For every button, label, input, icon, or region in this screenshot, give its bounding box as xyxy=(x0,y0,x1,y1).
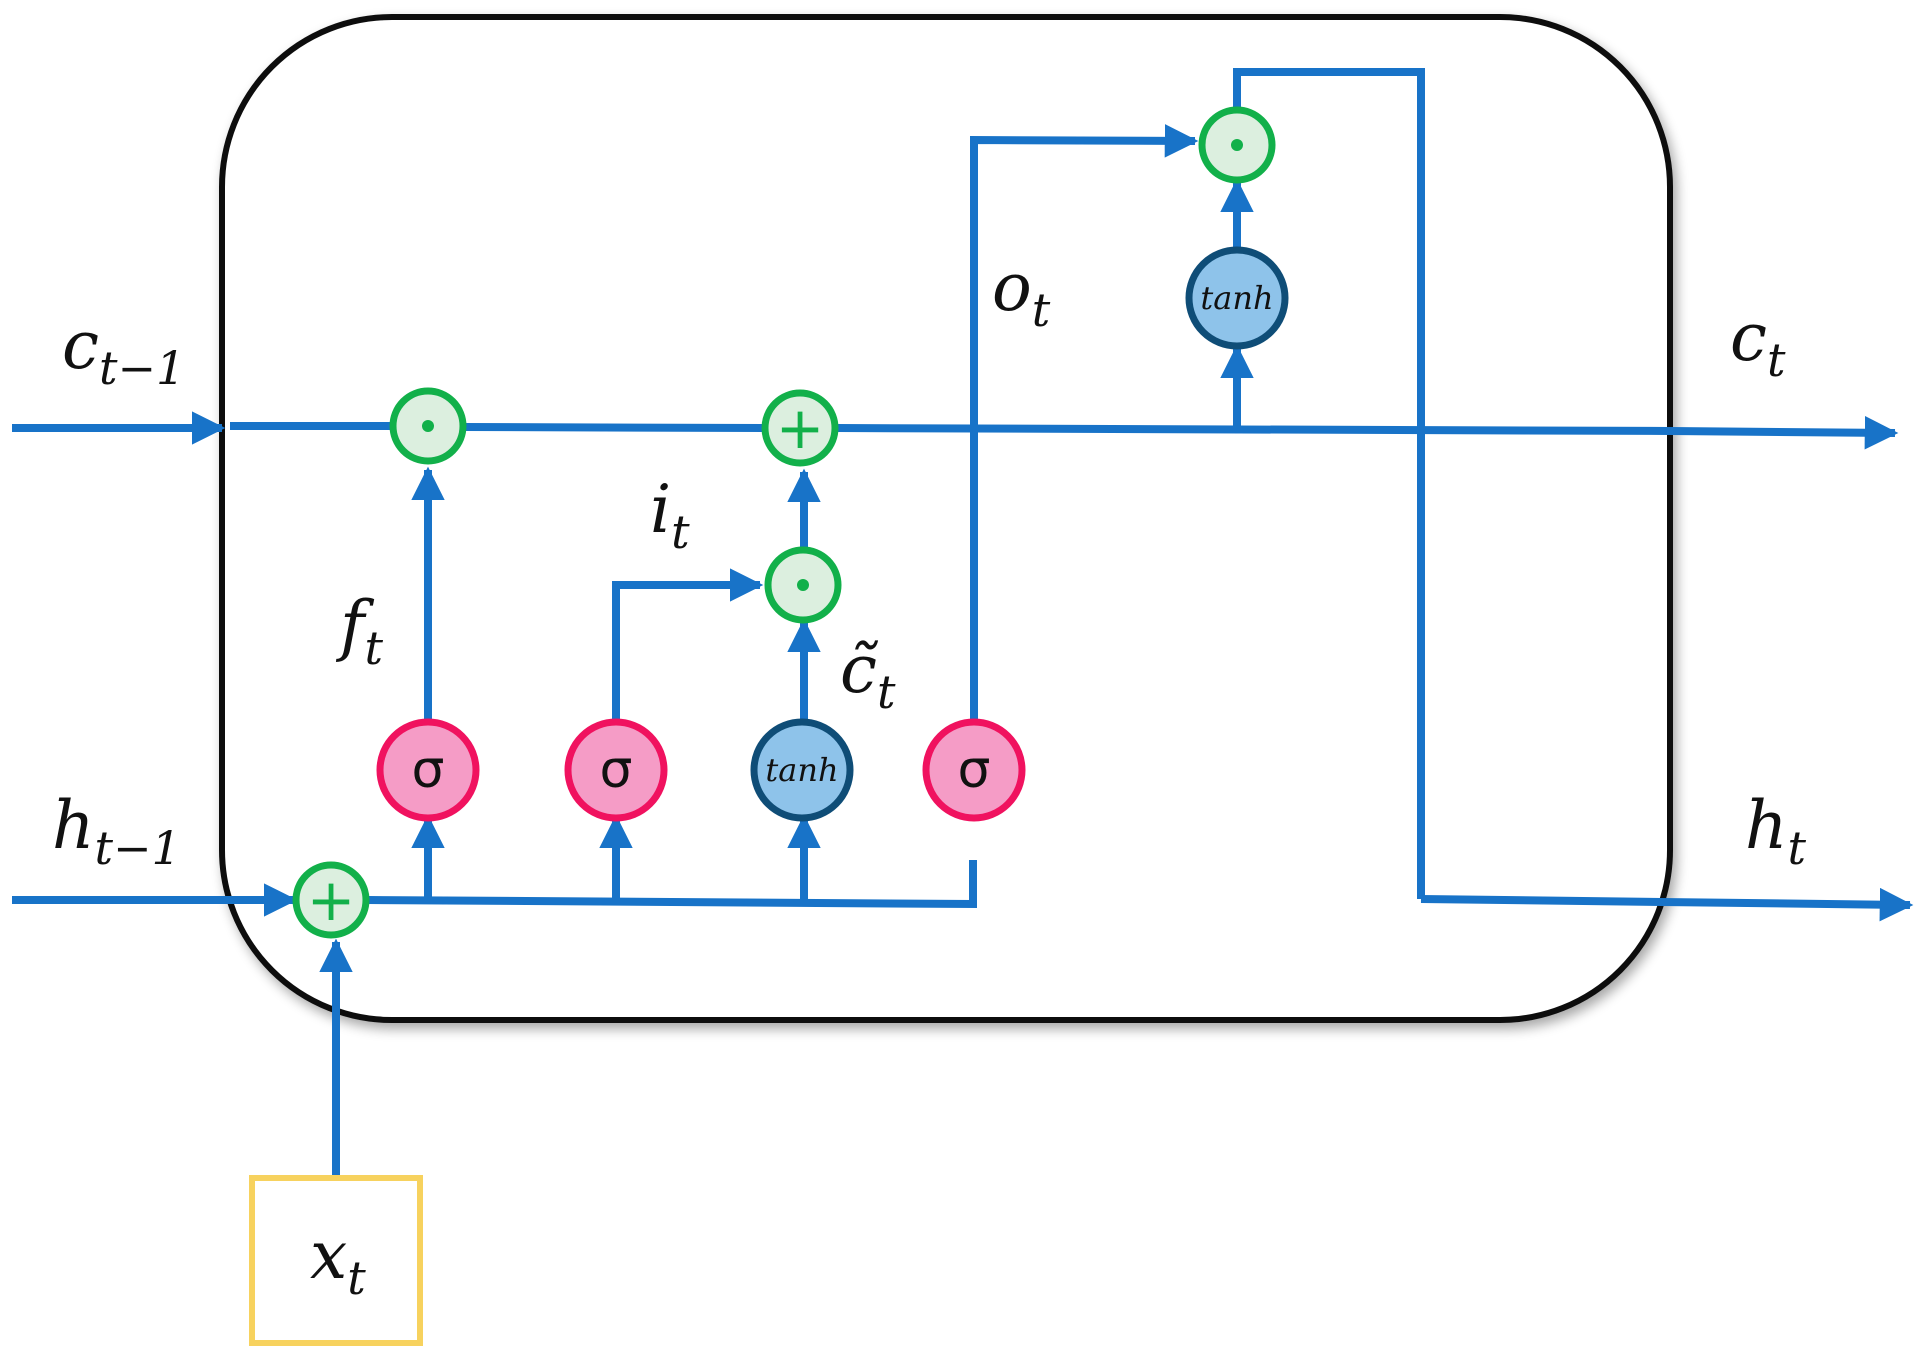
output-gate-sigmoid: σ xyxy=(922,718,1026,822)
output-gate-path xyxy=(970,124,1199,720)
tanh-label: tanh xyxy=(1200,279,1273,317)
concat-add-node: + xyxy=(292,861,370,939)
plus-icon: + xyxy=(307,866,356,934)
h-out-arrow xyxy=(1420,887,1914,922)
forget-gate-sigmoid: σ xyxy=(376,718,480,822)
dot-icon xyxy=(797,579,809,591)
plus-icon: + xyxy=(776,394,825,462)
c-out-arrow xyxy=(1669,415,1899,450)
label-candidate: c̃t xyxy=(840,631,896,719)
label-c-out: ct xyxy=(1730,299,1786,387)
concat-bus xyxy=(367,860,977,909)
output-tanh-node: tanh xyxy=(1185,246,1289,350)
sigma-symbol: σ xyxy=(958,740,991,800)
wires xyxy=(12,68,1914,1175)
input-multiply-node xyxy=(764,546,842,624)
cell-state-line-b xyxy=(463,423,766,432)
label-h-out: ht xyxy=(1745,787,1807,875)
output-path xyxy=(1233,68,1425,899)
label-h-prev: ht−1 xyxy=(52,787,181,875)
input-gate-sigmoid: σ xyxy=(564,718,668,822)
sigma-symbol: σ xyxy=(600,740,633,800)
tanh-label: tanh xyxy=(765,751,838,789)
dot-icon xyxy=(422,420,434,432)
input-gate-path xyxy=(612,568,764,720)
cell-add-node: + xyxy=(761,389,839,467)
label-input-gate: it xyxy=(650,471,690,559)
lstm-cell-boundary xyxy=(219,14,1673,1023)
label-output-gate: ot xyxy=(992,249,1051,337)
forget-multiply-node xyxy=(389,387,467,465)
label-c-prev: ct−1 xyxy=(62,307,185,395)
output-multiply-node xyxy=(1198,106,1276,184)
dot-icon xyxy=(1231,139,1243,151)
candidate-tanh-node: tanh xyxy=(750,718,854,822)
x-input-box xyxy=(249,1175,423,1346)
cell-state-line-c xyxy=(835,424,1671,435)
sigma-symbol: σ xyxy=(412,740,445,800)
label-x-input: xt xyxy=(310,1217,366,1305)
